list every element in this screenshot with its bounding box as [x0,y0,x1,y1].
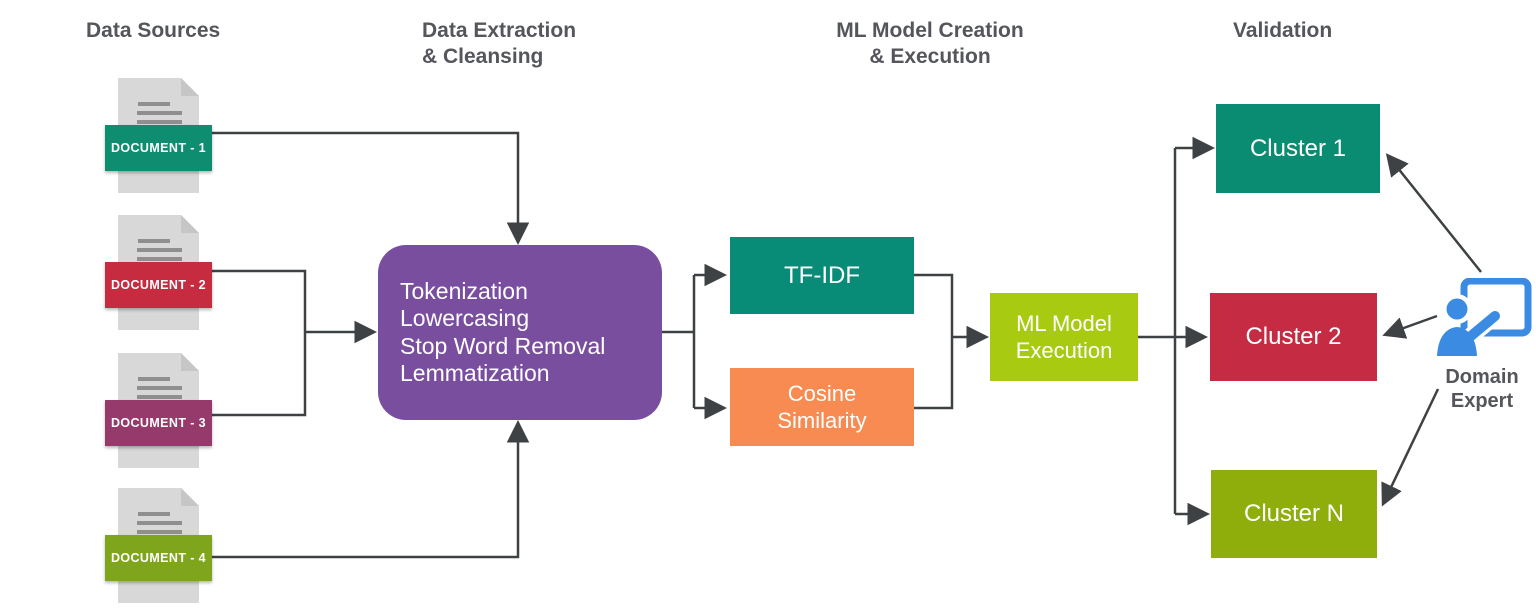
ml-model-execution-box: ML Model Execution [990,293,1138,381]
text-processing-box: Tokenization Lowercasing Stop Word Remov… [378,245,662,420]
connector-doc2-doc3-bracket [212,269,307,417]
header-ml-model-creation: ML Model Creation & Execution [836,19,1024,68]
document-label-banner: DOCUMENT - 2 [105,262,212,308]
domain-expert: Domain Expert [1424,277,1536,413]
document-1: DOCUMENT - 1 [105,78,212,200]
domain-expert-label: Domain Expert [1445,366,1519,412]
presenter-at-board-icon [1437,277,1532,356]
document-label-banner: DOCUMENT - 3 [105,400,212,446]
connector-expert-to-cluster1 [1385,153,1482,273]
connector-model-merge [913,273,954,410]
connector-processing-split [662,275,696,408]
cosine-similarity-box: Cosine Similarity [730,368,914,446]
document-2: DOCUMENT - 2 [105,215,212,337]
header-validation: Validation [1233,19,1333,42]
connector-doc1-to-processing [212,131,530,245]
cluster-n-box: Cluster N [1211,470,1377,558]
cluster-2-box: Cluster 2 [1210,293,1377,381]
connector-execution-split [1138,148,1177,514]
header-data-sources: Data Sources [86,19,221,42]
connector-expert-to-clusterN [1381,388,1440,507]
connector-expert-to-cluster2 [1382,314,1438,339]
document-4: DOCUMENT - 4 [105,488,212,610]
connector-doc4-to-processing [212,420,530,559]
header-data-extraction: Data Extraction & Cleansing [422,19,577,68]
cluster-1-box: Cluster 1 [1216,104,1380,193]
document-label-banner: DOCUMENT - 1 [105,125,212,171]
document-label-banner: DOCUMENT - 4 [105,535,212,581]
tf-idf-box: TF-IDF [730,237,914,314]
document-3: DOCUMENT - 3 [105,353,212,475]
